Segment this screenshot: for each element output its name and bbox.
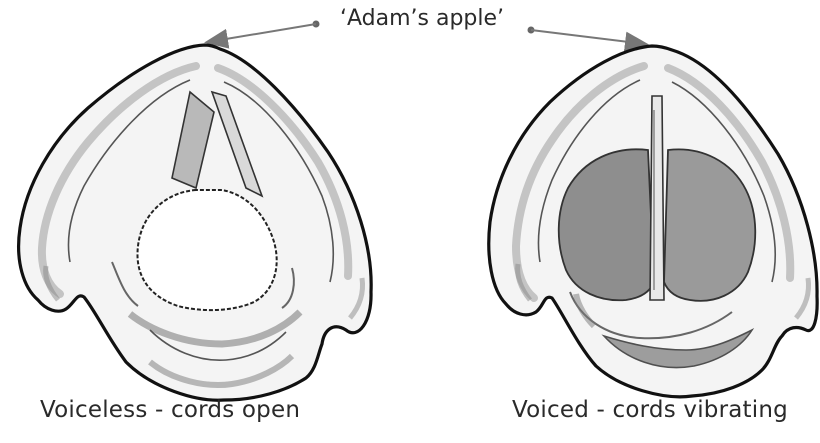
larynx-voiceless [19, 45, 372, 400]
caption-voiced: Voiced - cords vibrating [512, 397, 788, 423]
glottis-open [137, 190, 276, 310]
adams-apple-label: ‘Adam’s apple’ [340, 6, 504, 31]
pointer-line-right [531, 30, 645, 44]
larynx-voiced [489, 46, 817, 397]
pointer-line-left [208, 24, 316, 42]
caption-voiceless: Voiceless - cords open [40, 397, 300, 423]
